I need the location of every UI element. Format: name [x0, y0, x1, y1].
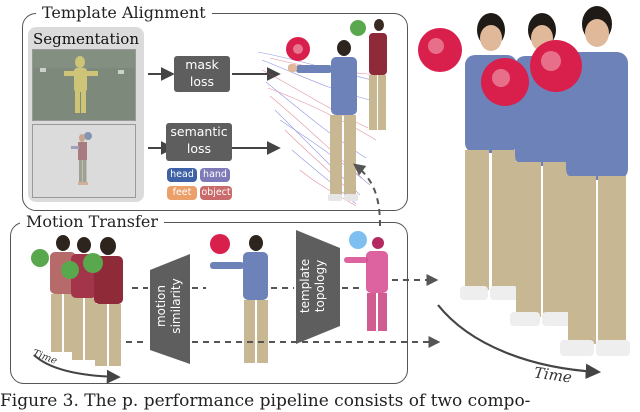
motion-transfer-panel — [10, 222, 408, 384]
figure-caption: Figure 3. The p. performance pipeline co… — [0, 391, 531, 411]
semantic-thumbnail-frame — [32, 124, 136, 198]
mask-loss-line2: loss — [189, 74, 215, 89]
segmentation-title: Segmentation — [33, 30, 140, 48]
aligned-person-red — [350, 19, 387, 130]
semantic-loss-box: semantic loss — [166, 123, 232, 161]
output-person-middle — [481, 13, 572, 326]
template-alignment-panel — [22, 13, 408, 211]
output-person-back — [418, 13, 518, 300]
mask-loss-box: mask loss — [174, 56, 230, 92]
tag-feet: feet — [167, 186, 197, 200]
motion-similarity-block — [150, 254, 190, 364]
output-person-front — [530, 6, 630, 356]
template-topology-line1: template — [298, 258, 312, 314]
mask-thumbnail-frame — [32, 49, 136, 121]
transfer-person — [210, 234, 268, 363]
tag-hand: hand — [200, 168, 230, 182]
template-topology-block — [296, 230, 340, 344]
semantic-loss-line2: loss — [186, 141, 212, 156]
aligned-person-blue — [286, 37, 358, 201]
tag-head: head — [167, 168, 197, 182]
template-alignment-title: Template Alignment — [36, 3, 212, 22]
segmentation-box — [28, 27, 144, 202]
motion-similarity-line2: similarity — [169, 278, 183, 334]
mask-loss-line1: mask — [185, 57, 219, 72]
motion-similarity-label: motion similarity — [154, 274, 186, 338]
motion-similarity-line1: motion — [154, 284, 168, 328]
template-topology-line2: topology — [313, 259, 327, 313]
point-cloud-person — [344, 231, 388, 331]
template-topology-label: template topology — [298, 254, 330, 318]
source-people — [31, 235, 123, 366]
semantic-loss-line1: semantic — [170, 124, 228, 139]
tag-object: object — [200, 186, 232, 200]
motion-transfer-title: Motion Transfer — [20, 212, 164, 231]
